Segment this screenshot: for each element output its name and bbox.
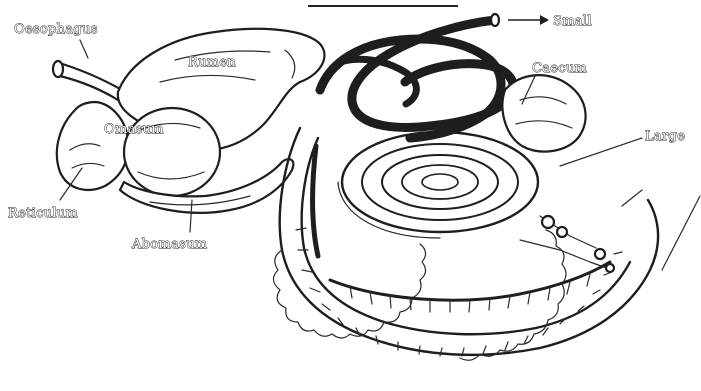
label-rumen: Rumen	[188, 55, 236, 70]
label-abomasum: Abomasum	[131, 237, 207, 252]
small-intestine-arrow-head	[540, 15, 549, 25]
label-small-intestine: Small	[553, 14, 592, 29]
label-caecum: Caecum	[532, 61, 587, 76]
labels: Oesophagus Rumen Omasum Reticulum Abomas…	[8, 14, 685, 252]
label-reticulum: Reticulum	[8, 206, 78, 221]
label-omasum: Omasum	[104, 122, 164, 137]
caecum-organ	[502, 75, 585, 151]
oesophagus-tube	[53, 61, 122, 100]
leader-right	[662, 196, 700, 270]
label-large-intestine: Large	[645, 129, 685, 144]
label-oesophagus: Oesophagus	[14, 22, 98, 37]
leader-oesophagus	[80, 40, 88, 58]
reticulum-organ	[57, 102, 128, 190]
mesentery	[273, 128, 658, 360]
small-intestine-loops	[320, 14, 513, 138]
intestines	[273, 14, 658, 360]
leader-large-2	[622, 190, 642, 206]
large-intestine-spiral	[338, 132, 538, 238]
